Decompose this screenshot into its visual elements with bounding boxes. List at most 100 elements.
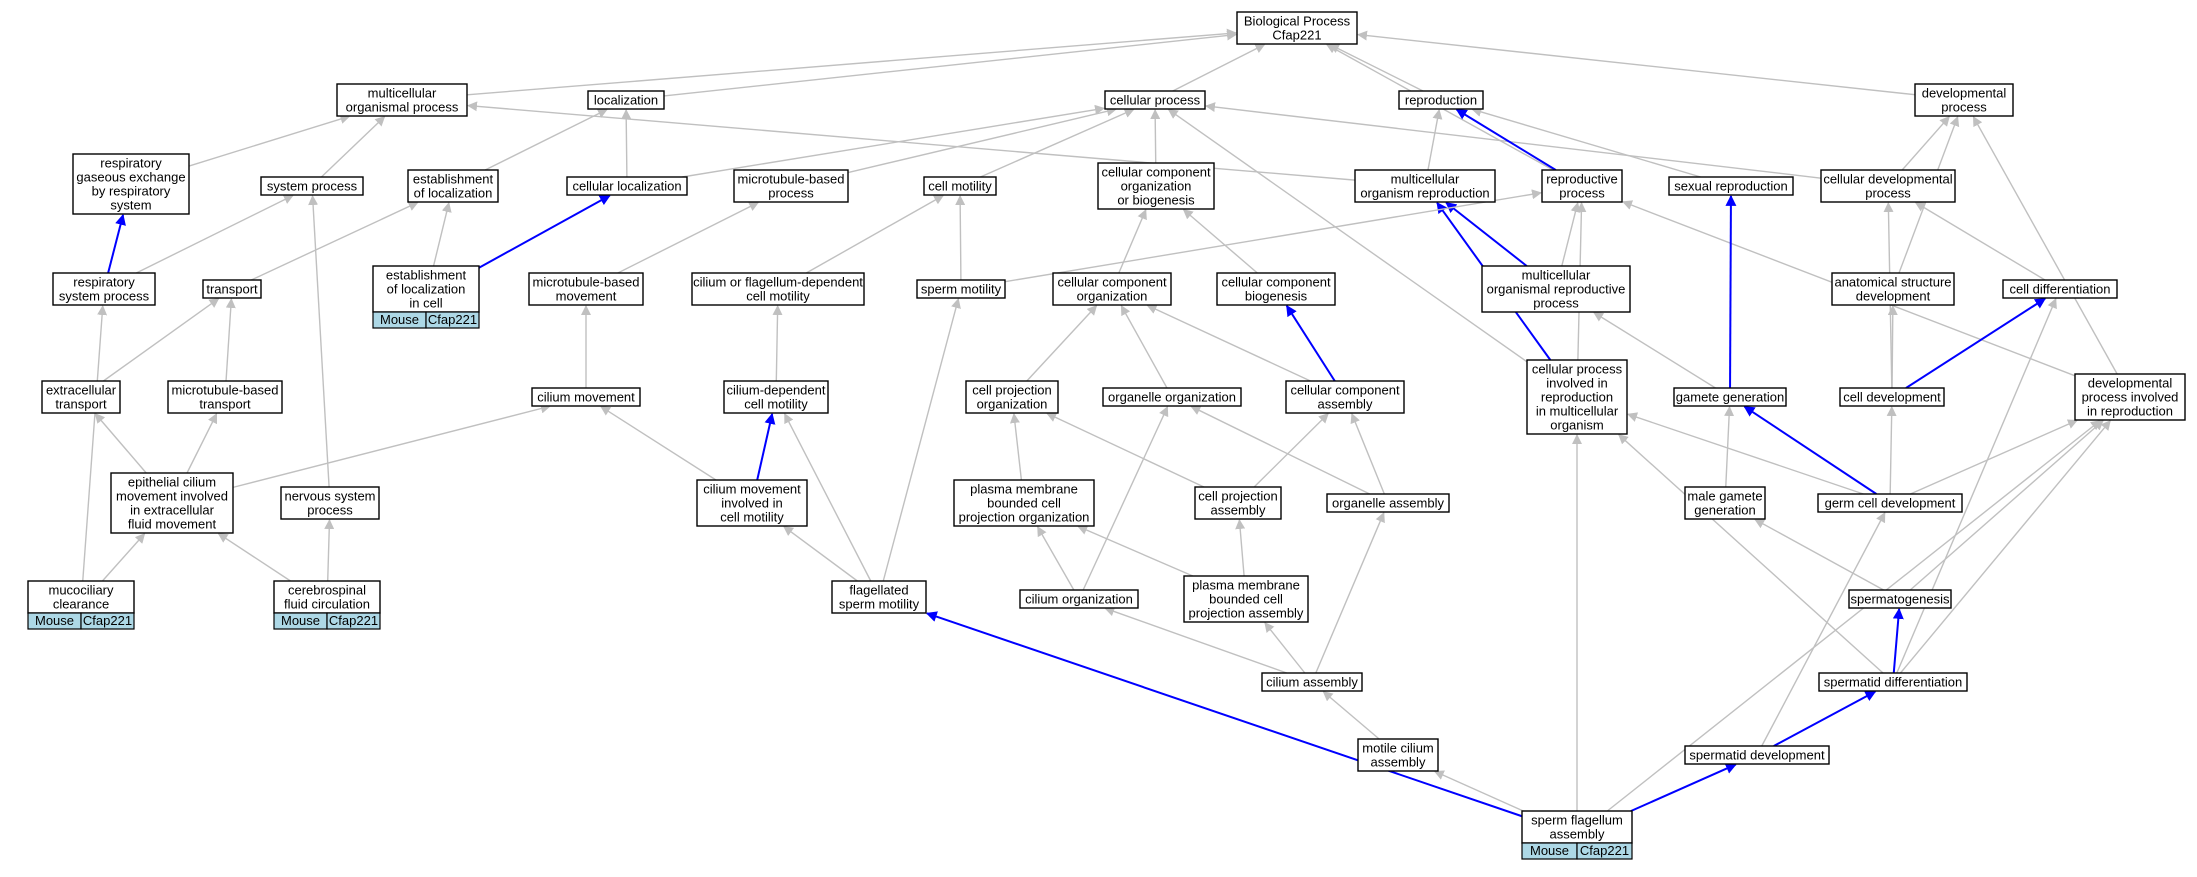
go-term-node-gamgen[interactable]: gamete generation (1673, 387, 1787, 407)
edge-pmbcpo-to-cpo (1009, 412, 1023, 481)
go-term-node-orgo[interactable]: organelle organization (1102, 387, 1242, 407)
edge-ecm-to-mtbt (186, 413, 218, 474)
edge-cco-to-ccob (1118, 208, 1147, 274)
node-box (1481, 265, 1631, 313)
go-term-node-sysp[interactable]: system process (260, 176, 364, 196)
go-term-node-cmot[interactable]: cell motility (923, 176, 997, 196)
node-label-line: system process (59, 289, 150, 304)
node-label-line: fluid movement (128, 517, 217, 532)
go-term-node-cilmov[interactable]: cilium movement (531, 387, 641, 407)
go-term-node-loc[interactable]: localization (587, 90, 665, 110)
go-term-node-gcd[interactable]: germ cell development (1817, 493, 1963, 513)
node-label-line: microtubule-based (172, 383, 279, 398)
go-term-node-orga[interactable]: organelle assembly (1326, 493, 1450, 513)
node-box (923, 176, 997, 196)
node-box (1194, 486, 1282, 520)
node-box (1183, 575, 1309, 623)
node-box (1848, 589, 1952, 609)
node-label-line: plasma membrane (1192, 578, 1300, 593)
node-label-line: movement (556, 289, 617, 304)
node-label-line: organelle organization (1108, 390, 1236, 405)
node-label-line: process (1865, 186, 1911, 201)
edge-spdev-to-gcd (1761, 512, 1886, 747)
go-term-node-rep[interactable]: reproduction (1398, 90, 1484, 110)
node-label-line: process involved (2082, 390, 2179, 405)
node-box (1052, 272, 1172, 306)
node-box (528, 272, 644, 306)
edge-transport-to-estloc (251, 201, 419, 281)
node-label-line: Biological Process (1244, 14, 1351, 29)
go-term-node-sexrep[interactable]: sexual reproduction (1668, 176, 1794, 196)
node-label-line: plasma membrane (970, 482, 1078, 497)
node-label-line: sperm motility (839, 597, 920, 612)
node-label-line: clearance (53, 597, 109, 612)
node-label-line: anatomical structure (1834, 275, 1951, 290)
go-term-node-cp[interactable]: cellular process (1104, 90, 1206, 110)
go-term-node-spgen[interactable]: spermatogenesis (1848, 589, 1952, 609)
node-box (1104, 90, 1206, 110)
go-term-node-cila[interactable]: cilium assembly (1261, 672, 1363, 692)
node-label-line: process (1559, 186, 1605, 201)
node-box (691, 272, 865, 306)
node-label-line: cell motility (746, 289, 810, 304)
node-box (273, 580, 381, 614)
edge-cpirmo-to-cp (1167, 108, 1528, 363)
edge-celldiff-to-celldevp (1914, 201, 2046, 281)
go-term-node-spdev[interactable]: spermatid development (1684, 745, 1830, 765)
tag-label: Cfap221 (83, 613, 132, 628)
go-term-node-celldev[interactable]: cell development (1839, 387, 1945, 407)
go-term-node-celldiff[interactable]: cell differentiation (2002, 279, 2118, 299)
edge-orga-to-orgo (1190, 405, 1370, 495)
tag-label: Mouse (1530, 843, 1569, 858)
edge-cmicm-to-cdcm (756, 412, 776, 481)
go-term-node-cilorg[interactable]: cilium organization (1019, 589, 1139, 609)
go-term-node-cloc[interactable]: cellular localization (566, 176, 688, 196)
go-term-node-spdiff[interactable]: spermatid differentiation (1818, 672, 1968, 692)
node-label-line: organization (977, 397, 1048, 412)
go-term-node-transport[interactable]: transport (202, 279, 262, 299)
node-label-line: germ cell development (1825, 496, 1956, 511)
edge-spdiff-to-dpir (1899, 420, 2111, 674)
edge-mop-to-bp (466, 28, 1237, 96)
node-label-line: assembly (1211, 503, 1266, 518)
go-term-node-spmot[interactable]: sperm motility (916, 279, 1006, 299)
edge-nsp-to-sysp (308, 195, 330, 488)
